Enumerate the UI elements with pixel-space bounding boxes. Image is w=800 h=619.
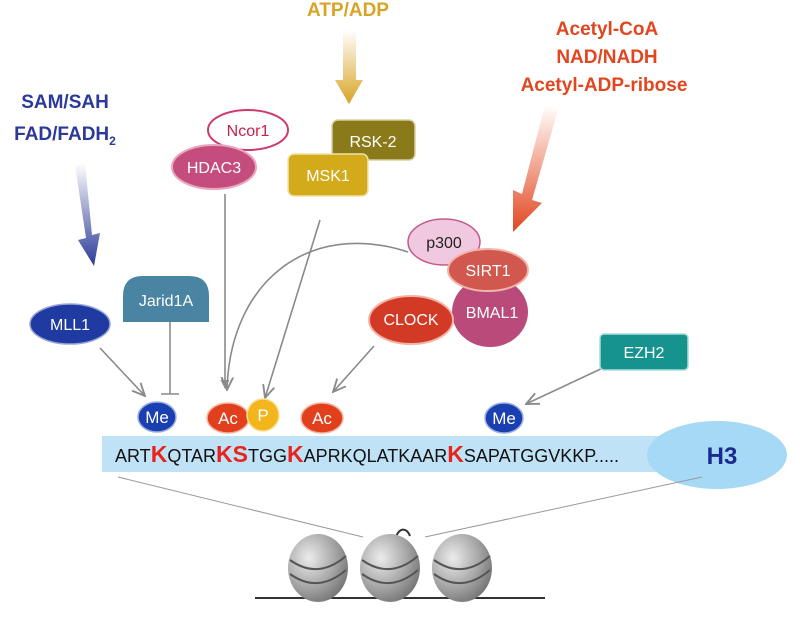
p300-enzyme: p300 bbox=[407, 218, 481, 266]
svg-text:RSK-2: RSK-2 bbox=[349, 134, 396, 151]
svg-text:Me: Me bbox=[492, 409, 516, 428]
p-mark-s10: P bbox=[246, 398, 280, 432]
h3-histone-ellipse bbox=[647, 421, 787, 489]
hdac3-enzyme: HDAC3 bbox=[171, 144, 257, 190]
sirt1-enzyme: SIRT1 bbox=[447, 248, 529, 292]
svg-text:SIRT1: SIRT1 bbox=[465, 263, 510, 280]
h3-label: H3 bbox=[707, 443, 738, 470]
acetyl-metabolite-arrow bbox=[513, 105, 558, 232]
svg-text:BMAL1: BMAL1 bbox=[466, 305, 519, 322]
nucleosome-right bbox=[432, 534, 492, 602]
svg-text:EZH2: EZH2 bbox=[624, 345, 665, 362]
sam-sah-label: SAM/SAH bbox=[21, 92, 109, 113]
jarid1a-enzyme: Jarid1A bbox=[123, 276, 209, 322]
methyl-metabolite-arrow bbox=[75, 163, 100, 266]
projection-line-right bbox=[424, 476, 703, 538]
sequence-band bbox=[102, 436, 702, 472]
ac-mark-k14: Ac bbox=[300, 402, 344, 434]
ezh2-arrow bbox=[526, 365, 608, 404]
svg-text:Me: Me bbox=[145, 408, 169, 427]
rsk2-enzyme: RSK-2 bbox=[331, 119, 416, 161]
svg-text:Ac: Ac bbox=[312, 409, 332, 428]
nucleosome-middle bbox=[360, 534, 420, 602]
nad-nadh-label: NAD/NADH bbox=[556, 47, 657, 68]
svg-text:MLL1: MLL1 bbox=[50, 317, 90, 334]
svg-text:HDAC3: HDAC3 bbox=[187, 160, 241, 177]
mll1-enzyme: MLL1 bbox=[29, 303, 111, 345]
msk1-arrow bbox=[265, 219, 321, 398]
bmal1-enzyme: BMAL1 bbox=[452, 277, 528, 347]
nucleosome-left bbox=[288, 534, 348, 602]
atp-metabolite-arrow bbox=[335, 30, 363, 104]
p300-curved-arrow bbox=[227, 242, 409, 390]
svg-text:p300: p300 bbox=[426, 235, 462, 252]
svg-text:CLOCK: CLOCK bbox=[383, 312, 438, 329]
projection-line-left bbox=[117, 476, 364, 538]
histone-sequence: ARTKQTARKSTGGKAPRKQLATKAARKSAPATGGVKKP..… bbox=[115, 441, 619, 467]
svg-text:MSK1: MSK1 bbox=[306, 168, 350, 185]
msk1-enzyme: MSK1 bbox=[287, 153, 369, 197]
svg-text:Jarid1A: Jarid1A bbox=[139, 293, 194, 310]
fad-fadh2-label: FAD/FADH2 bbox=[14, 124, 116, 148]
acetyl-adp-ribose-label: Acetyl-ADP-ribose bbox=[521, 75, 688, 96]
ac-mark-k9: Ac bbox=[206, 402, 250, 434]
atp-adp-label: ATP/ADP bbox=[307, 0, 389, 21]
svg-text:Ncor1: Ncor1 bbox=[227, 123, 270, 140]
clock-arrow bbox=[333, 345, 375, 392]
acetyl-coa-label: Acetyl-CoA bbox=[556, 19, 659, 40]
ezh2-enzyme: EZH2 bbox=[599, 333, 689, 371]
me-mark-k4: Me bbox=[137, 401, 177, 433]
me-mark-k27: Me bbox=[484, 402, 524, 434]
mll1-arrow bbox=[99, 347, 145, 396]
svg-text:P: P bbox=[257, 406, 268, 425]
svg-text:Ac: Ac bbox=[218, 409, 238, 428]
ncor1-enzyme: Ncor1 bbox=[207, 109, 289, 151]
clock-enzyme: CLOCK bbox=[368, 295, 454, 345]
